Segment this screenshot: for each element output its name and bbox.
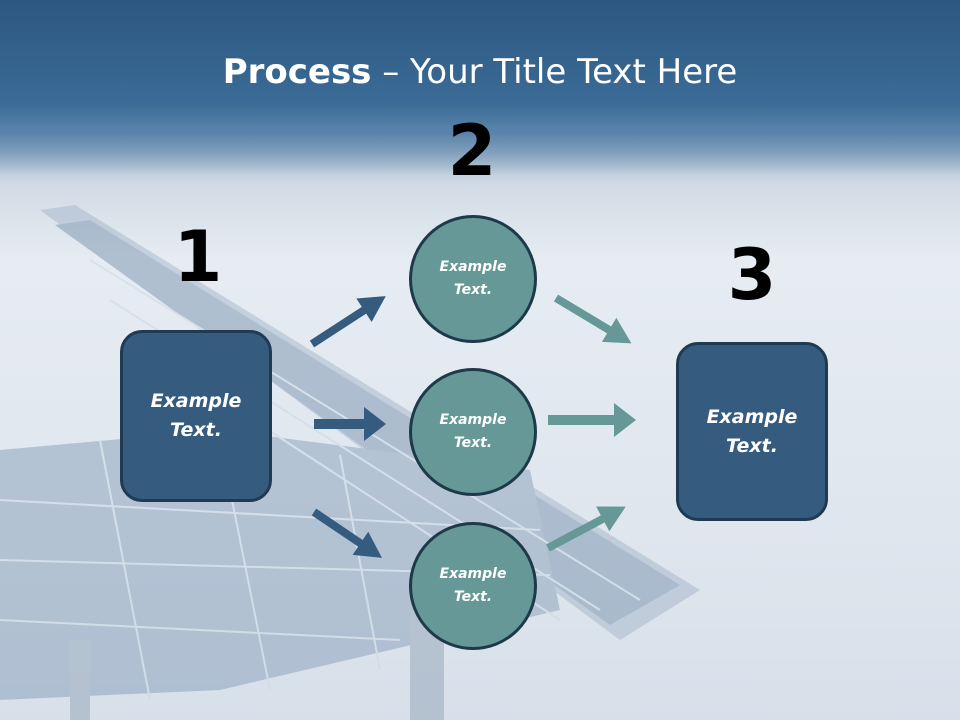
- step-circle-middle: Example Text.: [409, 368, 537, 496]
- step-box-left-label: Example Text.: [150, 390, 242, 441]
- arrow-right-down: [553, 294, 632, 344]
- step-circle-middle-label: Example Text.: [439, 412, 507, 451]
- step-box-right-label: Example Text.: [706, 405, 798, 457]
- solar-panel-post-left: [70, 640, 90, 720]
- header-band: [0, 0, 960, 135]
- step-number-1: 1: [173, 216, 223, 298]
- arrow-left-up: [309, 296, 386, 348]
- header-haze: [0, 125, 960, 185]
- arrow-left-middle: [314, 407, 386, 441]
- step-number-2: 2: [447, 110, 497, 192]
- title-rest: – Your Title Text Here: [371, 52, 738, 92]
- step-circle-bottom: Example Text.: [409, 522, 537, 650]
- arrow-left-down: [311, 508, 382, 558]
- step-circle-top: Example Text.: [409, 215, 537, 343]
- title-strong: Process: [222, 52, 372, 92]
- step-circle-bottom-label: Example Text.: [439, 566, 507, 605]
- slide-title: Process – Your Title Text Here: [0, 52, 960, 92]
- step-circle-top-label: Example Text.: [439, 259, 507, 298]
- step-box-left: Example Text.: [120, 330, 272, 502]
- arrow-right-up: [546, 506, 626, 552]
- step-number-3: 3: [727, 234, 777, 316]
- arrow-right-middle: [548, 403, 636, 437]
- step-box-right: Example Text.: [676, 342, 828, 521]
